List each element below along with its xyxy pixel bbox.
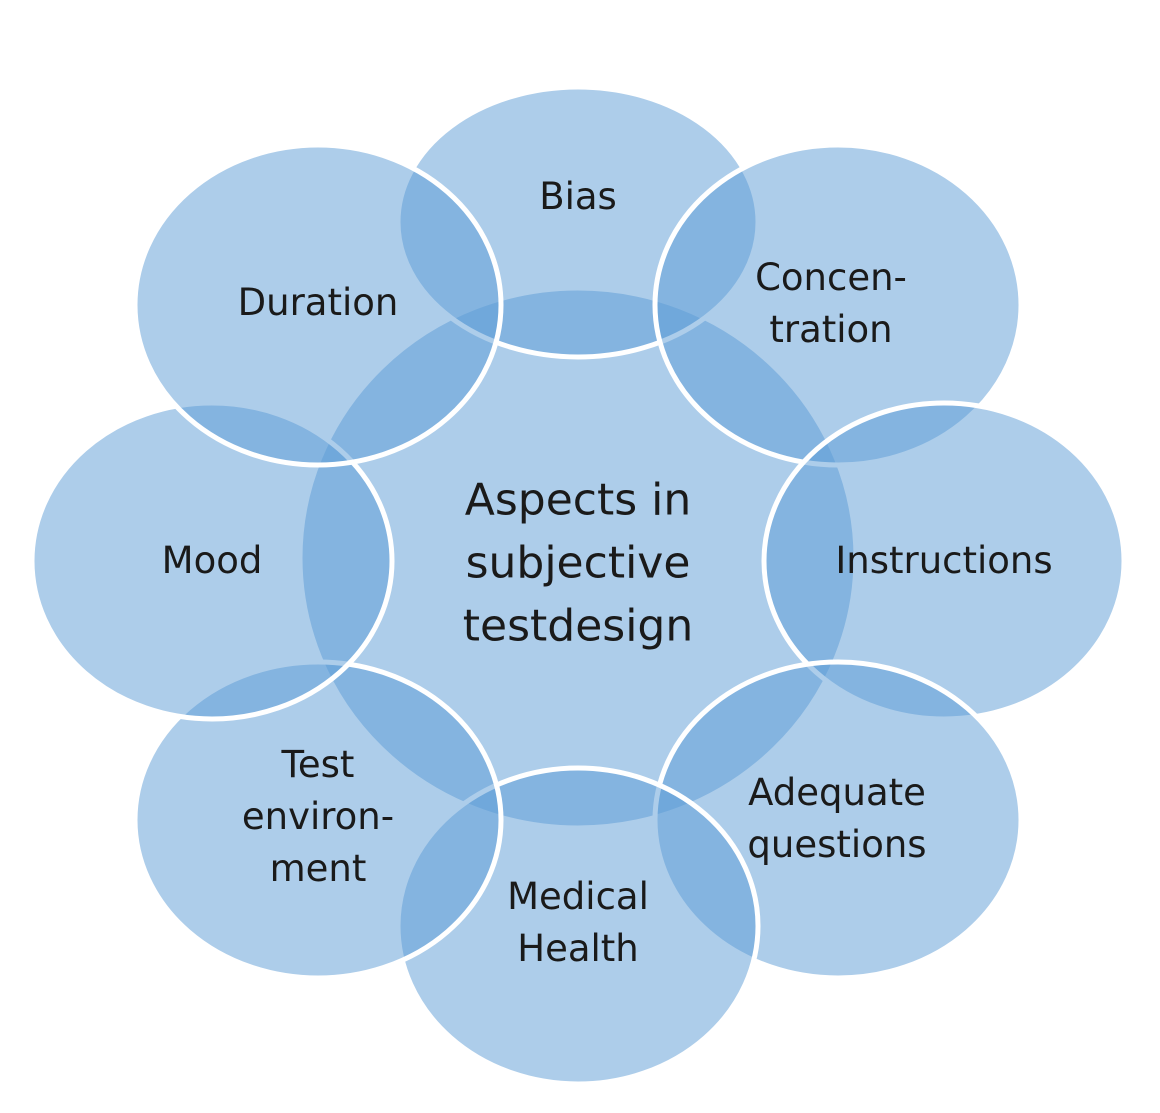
label-adequate-questions-line: Adequate <box>748 771 926 814</box>
center-label: Aspects in subjective testdesign <box>463 469 693 658</box>
label-concentration: Concen- tration <box>755 252 907 356</box>
label-medical-health-line: Medical <box>507 875 649 918</box>
center-label-line: Aspects in <box>464 474 692 526</box>
label-test-environment-line: environ- <box>241 795 395 838</box>
label-bias: Bias <box>539 171 617 223</box>
label-adequate-questions-line: questions <box>747 823 927 866</box>
label-concentration-line: Concen- <box>755 256 907 299</box>
center-label-line: subjective <box>465 537 691 589</box>
label-duration: Duration <box>238 277 399 329</box>
label-mood: Mood <box>162 535 263 587</box>
label-bias-line: Bias <box>539 175 617 218</box>
label-medical-health: Medical Health <box>507 871 649 975</box>
label-concentration-line: tration <box>769 308 893 351</box>
center-label-line: testdesign <box>462 600 694 652</box>
label-test-environment-line: Test <box>281 743 355 786</box>
label-mood-line: Mood <box>161 539 263 582</box>
label-instructions: Instructions <box>835 535 1052 587</box>
label-test-environment-line: ment <box>269 847 367 890</box>
label-test-environment: Test environ- ment <box>242 739 394 895</box>
label-adequate-questions: Adequate questions <box>747 767 926 871</box>
label-instructions-line: Instructions <box>835 539 1053 582</box>
label-medical-health-line: Health <box>517 927 639 970</box>
petal-duration <box>132 142 504 468</box>
label-duration-line: Duration <box>237 281 399 324</box>
